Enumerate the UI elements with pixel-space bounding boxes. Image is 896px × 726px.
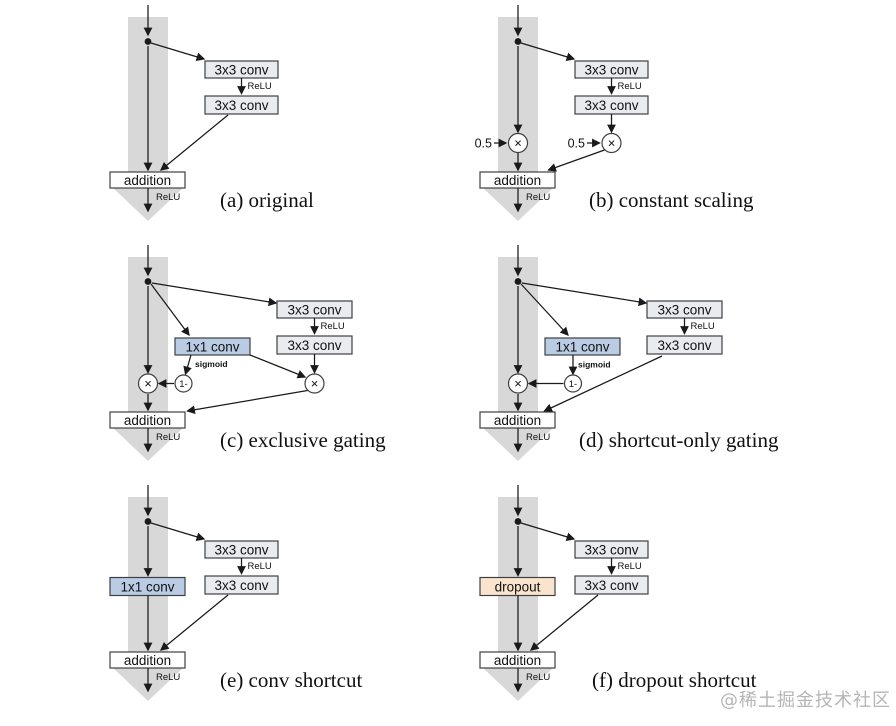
- gate-conv-box: [544, 337, 621, 356]
- sigmoid-label: sigmoid: [578, 360, 611, 370]
- gate-conv-box: [174, 337, 251, 356]
- multiply-node: [304, 373, 325, 394]
- flow-edge: [520, 283, 569, 336]
- flow-edge: [529, 594, 599, 651]
- conv-box: [574, 575, 649, 595]
- flow-edge: [150, 522, 206, 542]
- multiply-node: [137, 373, 159, 394]
- flow-edge: [183, 354, 192, 376]
- addition-box-label: addition: [124, 413, 171, 428]
- flow-edge: [151, 282, 278, 307]
- conv-box: [204, 95, 279, 115]
- relu-label: ReLU: [618, 81, 642, 92]
- multiply-node-label: ×: [514, 376, 522, 391]
- multiply-node-label: ×: [144, 376, 152, 391]
- caption-original: (a) original: [220, 188, 314, 212]
- relu-label: ReLU: [248, 81, 272, 92]
- flow-edge: [249, 354, 307, 379]
- gate-conv-box-label: 1x1 conv: [185, 339, 239, 354]
- flow-edge: [159, 114, 229, 171]
- shortcut-conv-box-label: 1x1 conv: [120, 579, 174, 594]
- branch-dot: [144, 278, 152, 285]
- one-minus-node: [174, 374, 193, 393]
- relu-label: ReLU: [691, 321, 715, 332]
- relu-label: ReLU: [618, 561, 642, 572]
- addition-box-label: addition: [124, 173, 171, 188]
- conv-box: [646, 335, 723, 355]
- conv-box-label: 3x3 conv: [214, 578, 268, 593]
- branch-dot: [144, 38, 152, 45]
- one-minus-node-label: 1-: [569, 379, 577, 390]
- scale-label: 0.5: [568, 137, 585, 151]
- sigmoid-label: sigmoid: [195, 359, 228, 369]
- conv-box-label: 3x3 conv: [657, 302, 711, 317]
- relu-label: ReLU: [526, 432, 550, 443]
- relu-label: ReLU: [248, 561, 272, 572]
- conv-box-label: 3x3 conv: [287, 302, 341, 317]
- conv-box-label: 3x3 conv: [584, 542, 638, 557]
- addition-box-label: addition: [494, 653, 541, 668]
- dropout-box-label: dropout: [495, 579, 541, 594]
- caption-exclusive-gating: (c) exclusive gating: [220, 428, 386, 452]
- flow-edge: [547, 149, 605, 172]
- one-minus-node-label: 1-: [179, 379, 187, 390]
- caption-conv-shortcut: (e) conv shortcut: [220, 668, 363, 692]
- addition-box-label: addition: [124, 653, 171, 668]
- multiply-node-label: ×: [514, 136, 522, 151]
- conv-box-label: 3x3 conv: [584, 62, 638, 77]
- addition-box-label: addition: [494, 413, 541, 428]
- caption-shortcut-only-gating: (d) shortcut-only gating: [579, 428, 779, 452]
- branch-dot: [514, 38, 522, 45]
- flow-edge: [521, 282, 648, 307]
- multiply-node: [601, 132, 622, 154]
- relu-label: ReLU: [526, 192, 550, 203]
- conv-box-label: 3x3 conv: [214, 542, 268, 557]
- flow-edge: [520, 522, 576, 542]
- conv-box-label: 3x3 conv: [214, 62, 268, 77]
- watermark: @稀土掘金技术社区: [720, 690, 891, 711]
- flow-edge: [150, 42, 206, 62]
- branch-dot: [514, 278, 522, 285]
- multiply-node: [507, 132, 529, 154]
- relu-label: ReLU: [156, 432, 180, 443]
- conv-box-label: 3x3 conv: [657, 338, 711, 353]
- branch-dot: [514, 518, 522, 525]
- conv-box-label: 3x3 conv: [584, 98, 638, 113]
- gate-conv-box-label: 1x1 conv: [555, 339, 609, 354]
- caption-constant-scaling: (b) constant scaling: [589, 188, 754, 212]
- conv-box-label: 3x3 conv: [287, 338, 341, 353]
- one-minus-node: [563, 374, 583, 393]
- relu-label: ReLU: [321, 321, 345, 332]
- conv-box: [204, 575, 279, 595]
- flow-edge: [159, 594, 229, 651]
- flow-edge: [520, 42, 576, 62]
- flow-edge: [186, 389, 308, 415]
- flow-edge: [543, 355, 663, 412]
- branch-dot: [144, 518, 152, 525]
- conv-box-label: 3x3 conv: [214, 98, 268, 113]
- caption-dropout-shortcut: (f) dropout shortcut: [592, 668, 757, 692]
- multiply-node: [507, 373, 529, 394]
- addition-box-label: addition: [494, 173, 541, 188]
- scale-label: 0.5: [475, 137, 492, 151]
- relu-label: ReLU: [156, 672, 180, 683]
- relu-label: ReLU: [156, 192, 180, 203]
- conv-box-label: 3x3 conv: [584, 578, 638, 593]
- flow-edge: [150, 283, 190, 337]
- relu-label: ReLU: [526, 672, 550, 683]
- multiply-node-label: ×: [311, 376, 319, 391]
- multiply-node-label: ×: [608, 136, 616, 151]
